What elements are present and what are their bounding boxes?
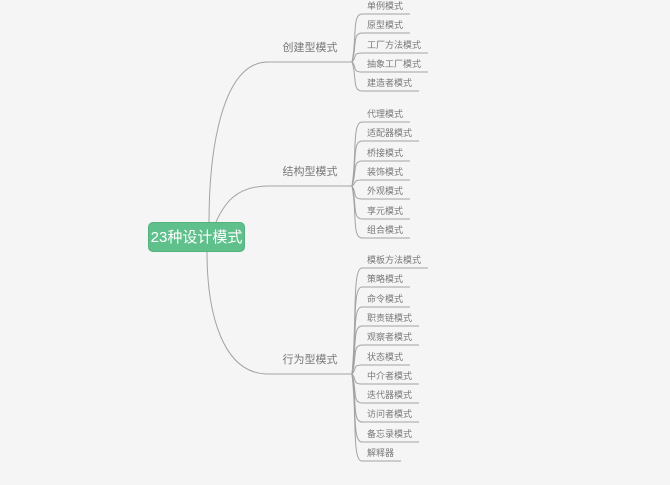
leaf-node[interactable]: 访问者模式 — [366, 409, 412, 419]
leaf-node[interactable]: 适配器模式 — [366, 128, 412, 138]
leaf-node[interactable]: 建造者模式 — [366, 78, 412, 88]
branch-node[interactable]: 行为型模式 — [282, 354, 338, 366]
leaf-node[interactable]: 解释器 — [366, 448, 394, 458]
leaf-node[interactable]: 装饰模式 — [366, 167, 403, 177]
leaf-node[interactable]: 职责链模式 — [366, 313, 412, 323]
leaf-node[interactable]: 迭代器模式 — [366, 390, 412, 400]
leaf-node[interactable]: 组合模式 — [366, 225, 403, 235]
leaf-node[interactable]: 备忘录模式 — [366, 429, 412, 439]
branch-node[interactable]: 创建型模式 — [282, 42, 338, 54]
branch-node[interactable]: 结构型模式 — [282, 166, 338, 178]
root-node[interactable]: 23种设计模式 — [148, 222, 245, 252]
leaf-node[interactable]: 状态模式 — [366, 352, 403, 362]
leaf-node[interactable]: 模板方法模式 — [366, 255, 421, 265]
leaf-node[interactable]: 桥接模式 — [366, 148, 403, 158]
leaf-node[interactable]: 享元模式 — [366, 206, 403, 216]
leaf-node[interactable]: 抽象工厂模式 — [366, 59, 421, 69]
leaf-node[interactable]: 观察者模式 — [366, 332, 412, 342]
leaf-node[interactable]: 中介者模式 — [366, 371, 412, 381]
leaf-node[interactable]: 单例模式 — [366, 1, 403, 11]
leaf-node[interactable]: 外观模式 — [366, 186, 403, 196]
leaf-node[interactable]: 策略模式 — [366, 274, 403, 284]
leaf-node[interactable]: 原型模式 — [366, 20, 403, 30]
leaf-node[interactable]: 工厂方法模式 — [366, 40, 421, 50]
leaf-node[interactable]: 代理模式 — [366, 109, 403, 119]
leaf-node[interactable]: 命令模式 — [366, 294, 403, 304]
